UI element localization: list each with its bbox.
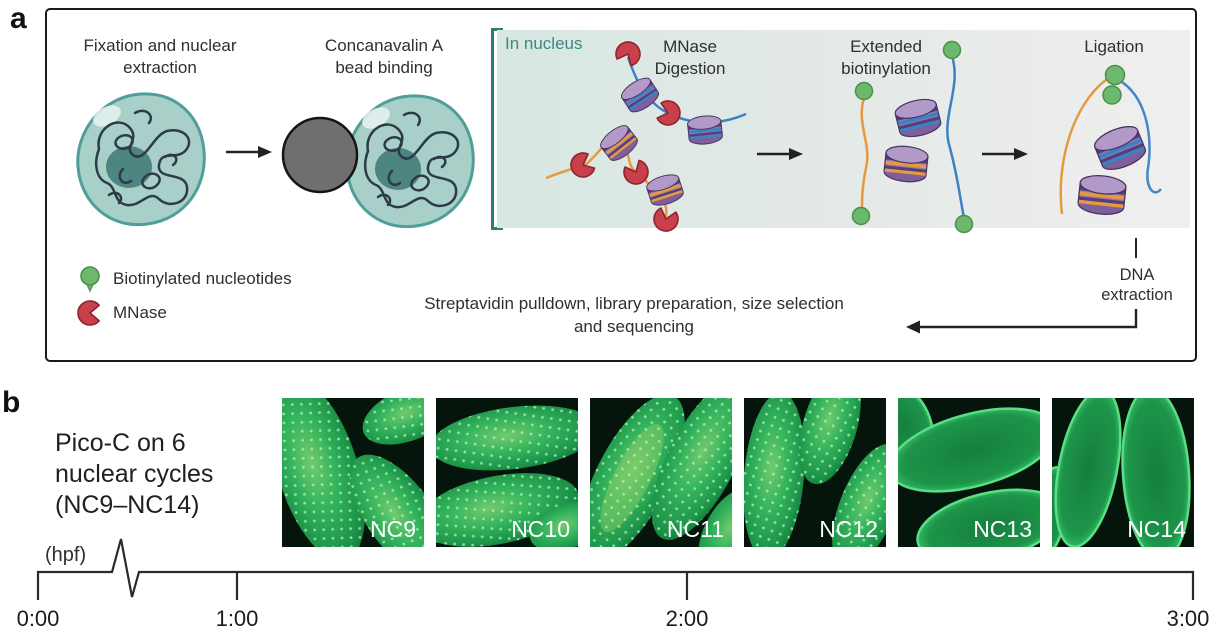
embryo-image	[436, 398, 578, 547]
nucleus-illustration	[76, 92, 206, 227]
panel-a-label: a	[10, 2, 27, 35]
in-nucleus-panel	[497, 30, 1190, 228]
legend-label: MNase	[113, 303, 167, 322]
step-title-ligation-line1: Ligation	[1084, 37, 1144, 56]
step-title-extended-line1: Extended	[850, 37, 922, 56]
embryo-image	[744, 398, 886, 547]
panel-b-label: b	[2, 386, 21, 419]
ligation-to-dna-line	[1135, 238, 1137, 258]
micrograph-label: NC11	[666, 516, 724, 542]
panel-b-title-line2: nuclear cycles	[55, 460, 214, 488]
step-title-fixation-line2: extraction	[123, 58, 197, 77]
extended-biotinylation-illustration	[851, 40, 974, 234]
dna-extraction-line1: DNA	[1119, 266, 1155, 284]
legend-item-biotin: Biotinylated nucleotides	[77, 264, 292, 294]
micrograph-nc9: NC9	[282, 398, 424, 547]
arrow-right-icon	[982, 148, 1028, 160]
micrograph-nc14: NC14	[1052, 398, 1194, 547]
micrograph-strip: NC9 NC10 NC11	[282, 398, 1194, 547]
micrograph-label: NC13	[973, 516, 1032, 542]
in-nucleus-bracket	[491, 28, 503, 230]
step-title-ligation: Ligation	[1044, 36, 1184, 58]
mnase-digestion-illustration	[545, 37, 747, 235]
step-title-mnase-line2: Digestion	[654, 59, 726, 78]
biotin-icon	[77, 265, 103, 293]
dna-extraction-label: DNA extraction	[1067, 265, 1207, 305]
step-title-fixation-line1: Fixation and nuclear	[83, 36, 237, 55]
mnase-icon	[77, 300, 103, 326]
ligation-illustration	[1059, 64, 1162, 218]
micrograph-label: NC12	[819, 516, 878, 542]
step-title-mnase-line1: MNase	[663, 37, 717, 56]
step-title-extended-line2: biotinylation	[841, 59, 931, 78]
tick-label: 3:00	[1166, 606, 1210, 631]
pulldown-sequencing-text: Streptavidin pulldown, library preparati…	[334, 292, 934, 338]
panel-b-title-line3: (NC9–NC14)	[55, 491, 200, 519]
panel-b-title-line1: Pico-C on 6	[55, 429, 186, 457]
micrograph-label: NC10	[511, 516, 570, 542]
axis-unit-label: (hpf)	[45, 544, 87, 566]
arrow-right-icon	[757, 148, 803, 160]
tick-label: 0:00	[16, 606, 60, 631]
embryo-image	[1052, 398, 1194, 547]
legend-label: Biotinylated nucleotides	[113, 269, 292, 288]
panel-a-box: Fixation and nuclear extraction Concanav…	[45, 8, 1197, 362]
embryo-image	[282, 398, 424, 547]
micrograph-nc10: NC10	[436, 398, 578, 547]
step-title-mnase: MNase Digestion	[625, 36, 755, 80]
panel-b-title: Pico-C on 6 nuclear cycles (NC9–NC14)	[55, 428, 213, 521]
embryo-image	[590, 398, 732, 547]
tick-label: 1:00	[215, 606, 259, 631]
bead-binding-illustration	[281, 94, 475, 229]
pulldown-line1: Streptavidin pulldown, library preparati…	[424, 294, 844, 313]
micrograph-label: NC9	[369, 516, 416, 542]
step-title-concanavalin-line2: bead binding	[335, 58, 433, 77]
step-title-extended: Extended biotinylation	[816, 36, 956, 80]
step-title-concanavalin: Concanavalin A bead binding	[284, 35, 484, 79]
legend-item-mnase: MNase	[77, 298, 167, 328]
step-title-fixation: Fixation and nuclear extraction	[60, 35, 260, 79]
arrow-left-elbow-icon	[906, 309, 1138, 334]
in-nucleus-label: In nucleus	[505, 34, 583, 53]
step-title-concanavalin-line1: Concanavalin A	[324, 36, 444, 55]
dna-extraction-line2: extraction	[1101, 286, 1173, 304]
tick-label: 2:00	[665, 606, 709, 631]
micrograph-nc13: NC13	[898, 398, 1040, 547]
arrow-right-icon	[226, 146, 272, 158]
micrograph-nc11: NC11	[590, 398, 732, 547]
pulldown-line2: and sequencing	[573, 317, 695, 336]
timeline-line-with-break	[36, 538, 1195, 600]
concanavalin-bead	[281, 116, 359, 194]
micrograph-nc12: NC12	[744, 398, 886, 547]
micrograph-label: NC14	[1127, 516, 1186, 542]
